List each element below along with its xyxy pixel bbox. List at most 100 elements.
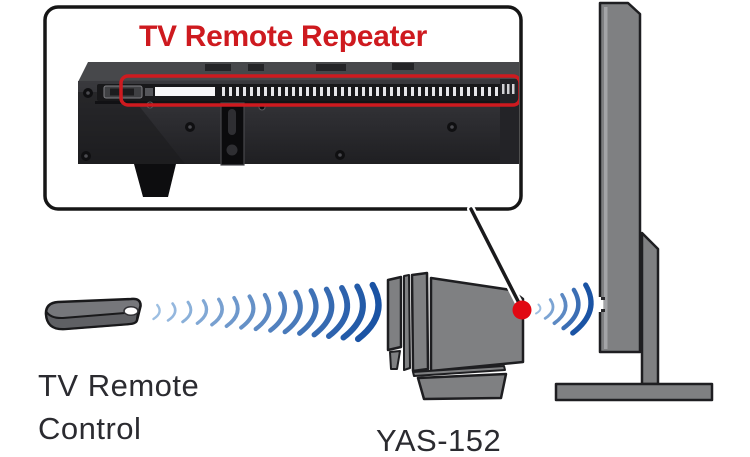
tv-ir-sensor-notch [596,297,604,312]
label-tv-remote-control: TV Remote Control [38,364,199,450]
ir-wave [210,297,224,327]
repeater-slot-tick [390,87,393,96]
keyhole-slot [228,109,236,135]
tv-screen-edge-highlight [604,7,608,349]
ir-wave [181,300,193,324]
repeater-slot-tick [432,87,435,96]
remote-bottom-face [45,311,139,331]
ir-wave [340,283,366,341]
ir-wave [326,285,351,339]
ir-repeater-dot [512,300,532,320]
endcap-vents [502,84,515,94]
channel-groove [95,101,515,104]
ir-wave [195,299,209,325]
ir-wave [239,294,256,330]
soundbar-graphic [386,271,525,401]
repeater-slot-tick [341,87,344,96]
label-soundbar-model: YAS-152 [376,423,502,457]
repeater-slot-tick [467,87,470,96]
repeater-slot-tick [376,87,379,96]
repeater-slot-tick [355,87,358,96]
photo-top-face [78,62,519,82]
repeater-slot-tick [453,87,456,96]
ir-wave [535,303,542,315]
photo-shadow [78,92,185,164]
tv-panel [598,1,642,354]
soundbar-back-strip [386,275,403,352]
repeater-slot-tick [236,87,239,96]
repeater-slot-tick [404,87,407,96]
tv-ir-notch-mark [601,309,605,312]
soundbar-edge-strip [403,274,411,371]
ir-wave [282,289,303,335]
screw-hole-centers [84,91,454,158]
repeater-slot-tick [264,87,267,96]
ir-wave [552,292,568,326]
callout-title: TV Remote Repeater [138,20,428,53]
repeater-slot-tick [285,87,288,96]
label-tv-remote-line2: Control [38,411,142,446]
repeater-ir-waves [535,282,594,336]
ir-wave [561,287,581,331]
repeater-window [155,87,215,96]
repeater-slot-tick [229,87,232,96]
ir-wave [311,286,335,338]
repeater-slot-tick [369,87,372,96]
repeater-slot-tick [397,87,400,96]
repeater-slot-tick [334,87,337,96]
remote-ir-emitter [123,305,139,317]
ir-wave [152,303,161,321]
soundbar-stand [416,372,508,401]
soundbar-foot [134,164,176,197]
ir-wave [543,298,555,320]
tv-graphic [554,1,714,402]
repeater-slot-tick [474,87,477,96]
repeater-slot-tick [243,87,246,96]
repeater-slot-tick [250,87,253,96]
soundbar-body [429,276,525,373]
tv-ir-notch-mark [601,297,605,300]
repeater-slot-tick [383,87,386,96]
soundbar-bottom-edge [412,365,506,377]
repeater-slot-tick [488,87,491,96]
repeater-slot-tick [313,87,316,96]
repeater-slot-tick [292,87,295,96]
repeater-slot-tick [495,87,498,96]
ir-wave [166,302,177,322]
ir-wave [354,281,382,343]
keyhole-hole [226,144,238,156]
photo-top-connector-cutouts [205,63,414,71]
repeater-slot-tick [271,87,274,96]
soundbar-back-foot [389,350,401,370]
tv-stand-base [554,382,714,402]
repeater-slot-tick [278,87,281,96]
repeater-slot-tick [222,87,225,96]
connector-nub [145,88,153,96]
ir-wave [297,288,319,336]
label-tv-remote-line1: TV Remote [38,368,200,403]
repeater-slot-tick [439,87,442,96]
tv-back-stand-neck [640,231,660,386]
ir-wave [570,282,594,336]
ir-wave [268,291,287,333]
repeater-slot-tick [257,87,260,96]
repeater-slot-tick [299,87,302,96]
repeater-slot-tick [418,87,421,96]
repeater-slot-tick [425,87,428,96]
repeater-slot-tick [348,87,351,96]
photo-right-endcap [500,79,519,164]
repeater-slot-tick [460,87,463,96]
repeater-highlight-box [119,74,519,107]
repeater-slot-tick [481,87,484,96]
repeater-slot-tick [306,87,309,96]
ir-wave [224,295,240,329]
remote-ir-waves [152,281,382,343]
repeater-slot-tick [320,87,323,96]
ir-wave [253,292,272,332]
repeater-slot-ticks [222,87,498,96]
repeater-slot-tick [362,87,365,96]
leader-line [467,205,523,307]
repeater-slot-tick [327,87,330,96]
